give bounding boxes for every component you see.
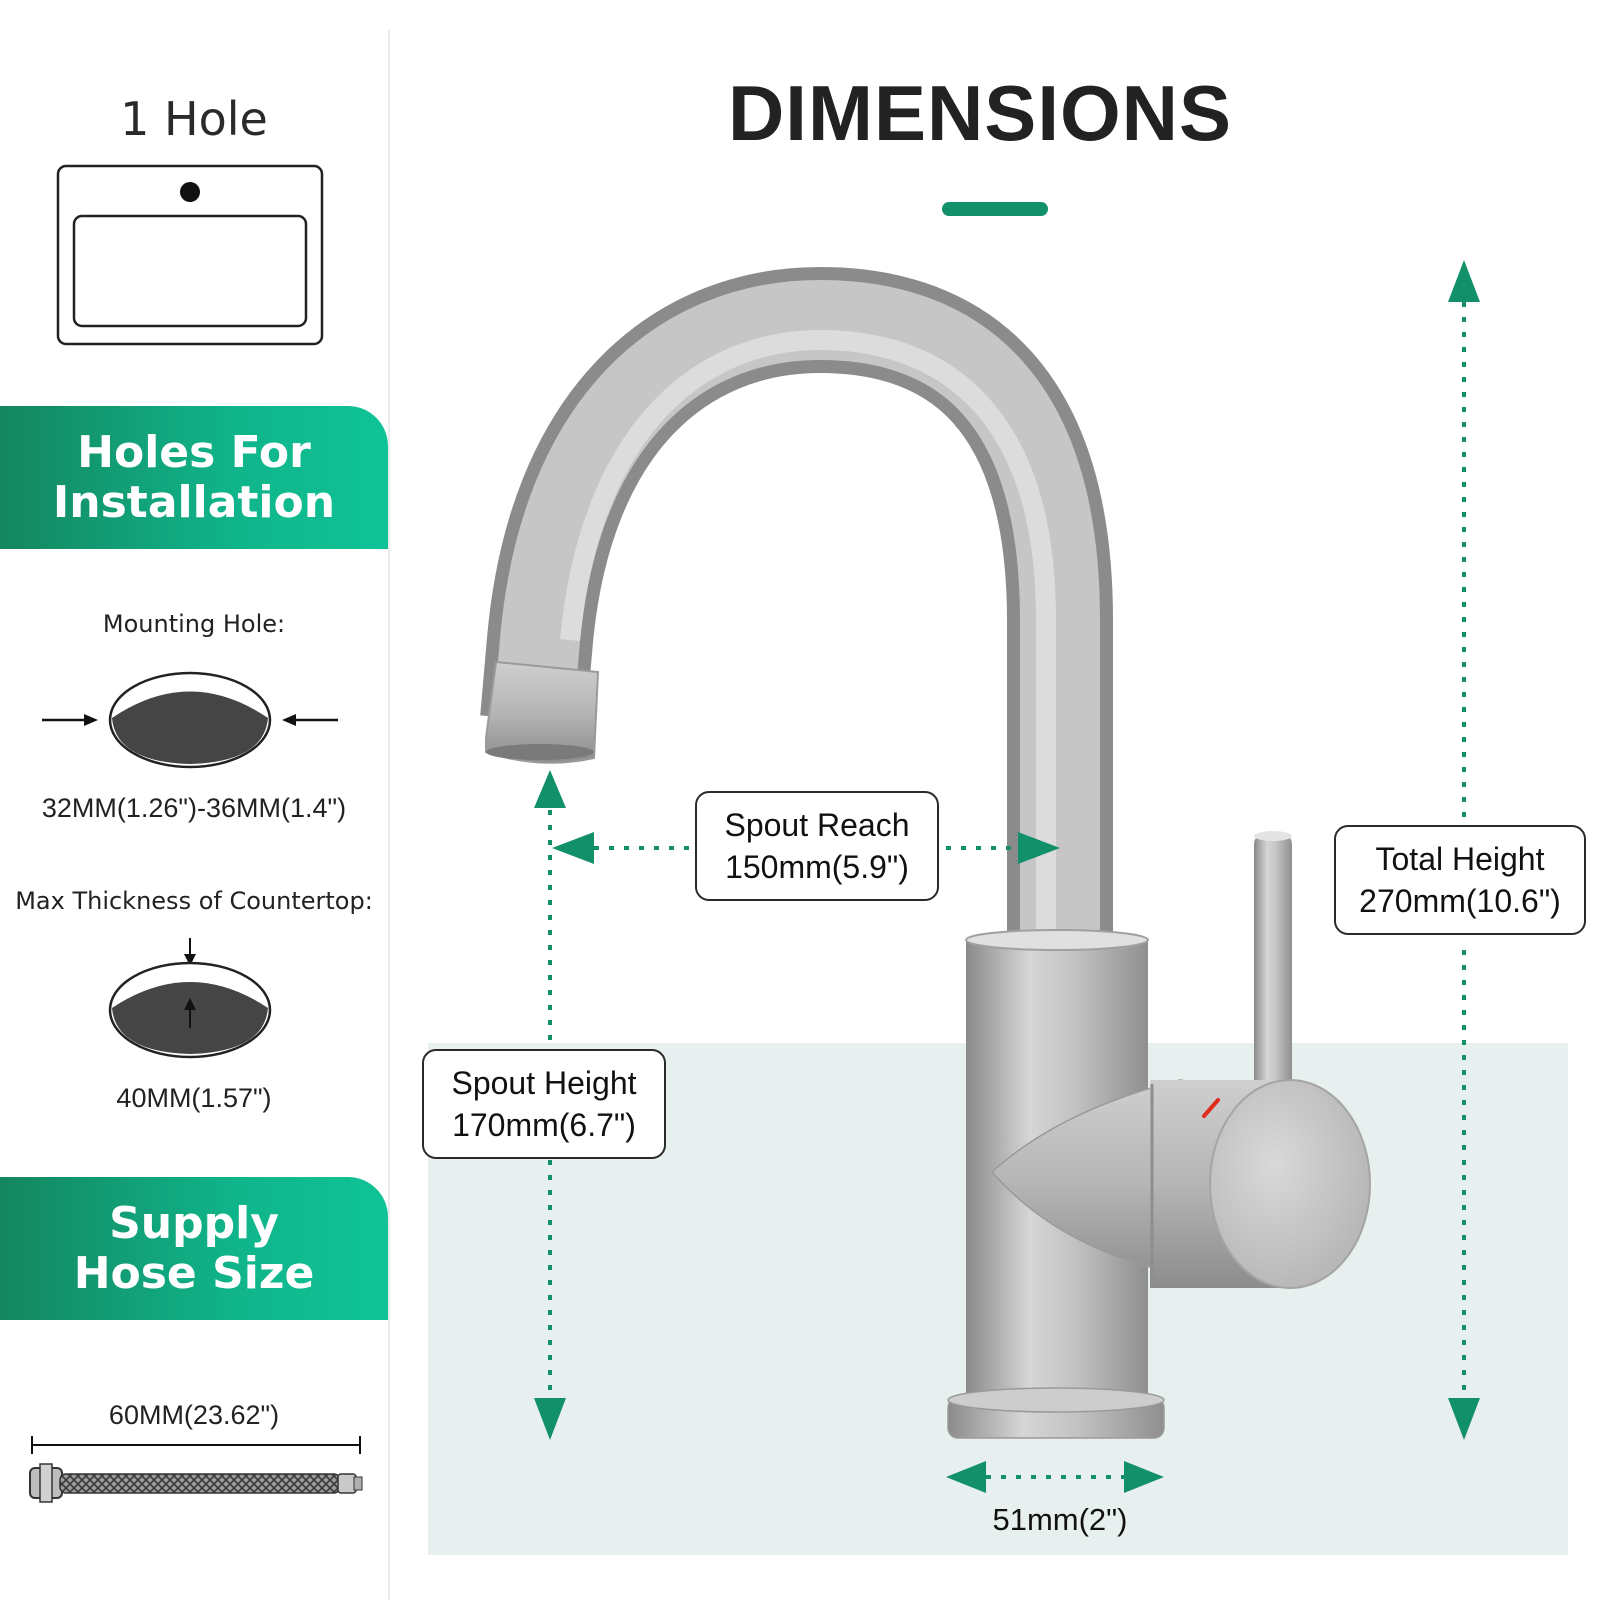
mounting-hole-size: 32MM(1.26")-36MM(1.4"): [41, 793, 347, 823]
title-underline-accent: [942, 202, 1048, 216]
page-title: DIMENSIONS: [727, 69, 1233, 157]
braided-hose-icon: [29, 1436, 363, 1503]
sink-top-view-icon: [56, 164, 324, 346]
banner-holes-line1: Holes For: [77, 426, 311, 478]
banner-hose-line2: Hose Size: [73, 1247, 315, 1299]
holes-for-installation-banner: Holes For Installation: [0, 406, 388, 549]
hole-count-title: 1 Hole: [120, 92, 268, 146]
spout-height-value: 170mm(6.7"): [452, 1107, 636, 1143]
total-height-arrow-top: [1448, 260, 1480, 302]
countertop-thickness-value: 40MM(1.57"): [116, 1083, 272, 1113]
panel-divider: [388, 30, 390, 1600]
total-height-callout: Total Height 270mm(10.6"): [1334, 825, 1586, 935]
total-height-value: 270mm(10.6"): [1359, 883, 1561, 919]
spout-reach-arrow-left: [552, 832, 594, 864]
supply-hose-size-banner: Supply Hose Size: [0, 1177, 388, 1320]
spout-height-label: Spout Height: [451, 1065, 637, 1101]
spout-height-arrow-top: [534, 770, 566, 808]
spout-reach-arrow-right: [1018, 832, 1060, 864]
spout-height-arrow-bottom: [534, 1398, 566, 1440]
spout-reach-callout: Spout Reach 150mm(5.9"): [695, 791, 939, 901]
spout-height-callout: Spout Height 170mm(6.7"): [422, 1049, 666, 1159]
mounting-hole-label: Mounting Hole:: [102, 610, 286, 638]
banner-hose-line1: Supply: [109, 1197, 279, 1249]
base-width-arrow-right: [1124, 1461, 1164, 1493]
countertop-thickness-diagram-icon: [108, 938, 272, 1059]
banner-holes-line2: Installation: [52, 476, 336, 528]
mounting-hole-diagram-icon: [42, 671, 338, 769]
total-height-arrow-bottom: [1448, 1398, 1480, 1440]
base-width-value: 51mm(2"): [992, 1502, 1128, 1537]
countertop-thickness-label: Max Thickness of Countertop:: [15, 887, 373, 915]
spout-reach-label: Spout Reach: [724, 807, 910, 843]
spout-reach-value: 150mm(5.9"): [725, 849, 909, 885]
total-height-label: Total Height: [1375, 841, 1545, 877]
hose-length-value: 60MM(23.62"): [108, 1400, 280, 1430]
base-width-arrow-left: [946, 1461, 986, 1493]
